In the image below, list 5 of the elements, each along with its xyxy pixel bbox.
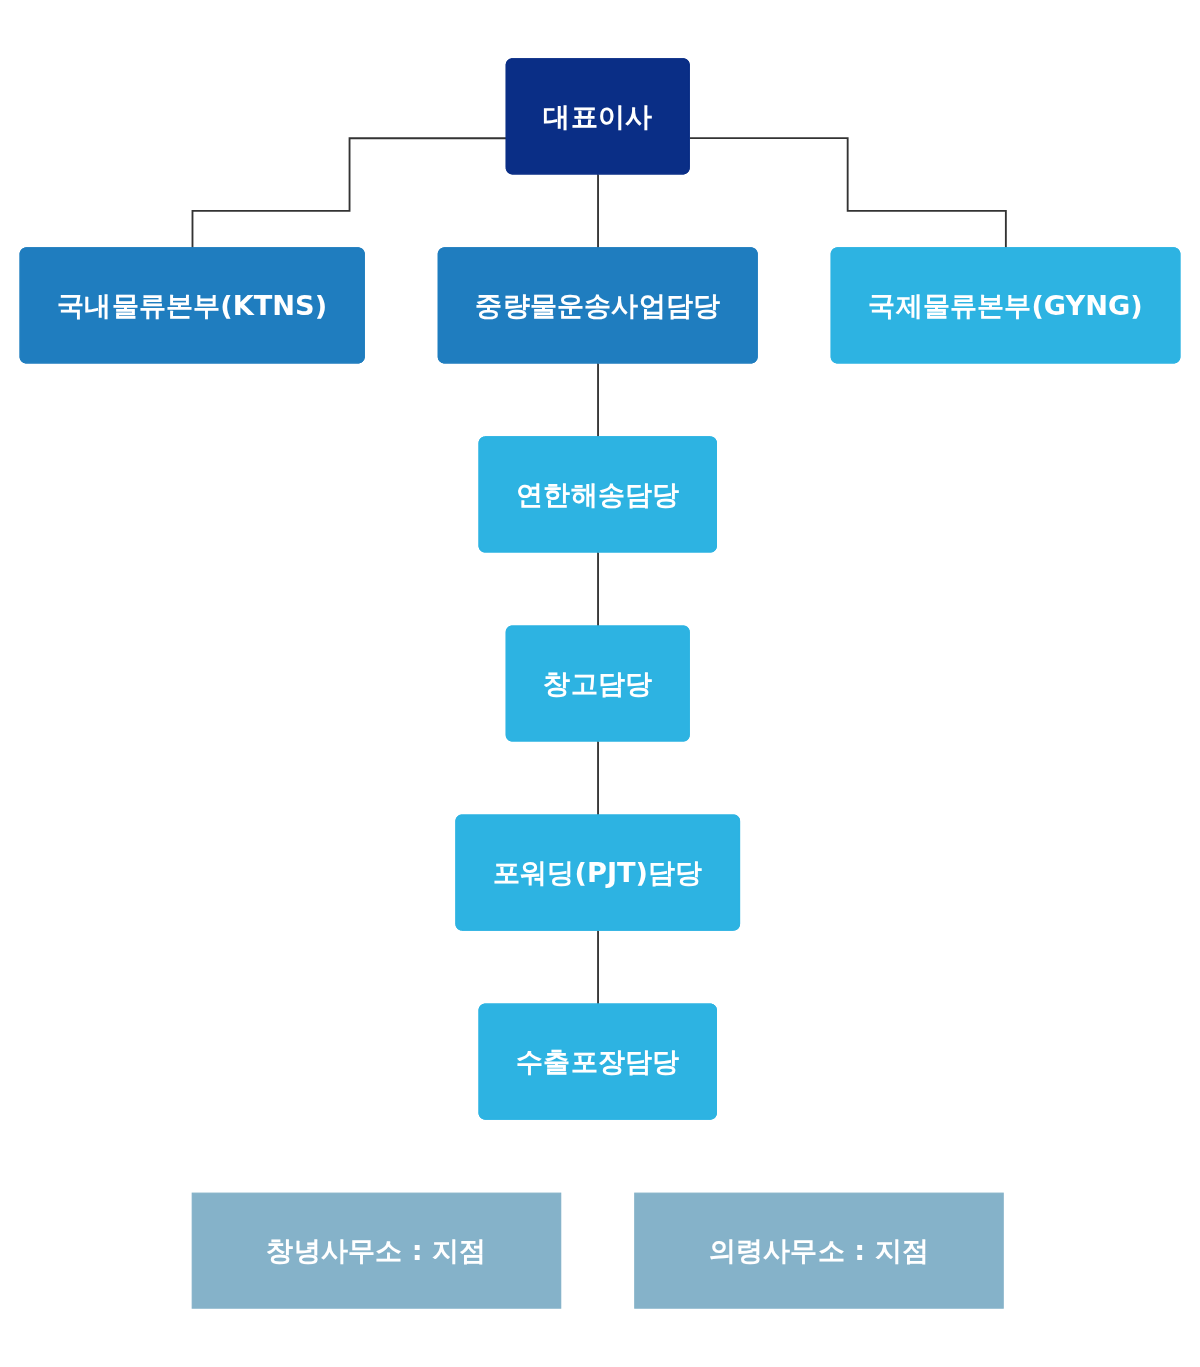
- connector: [597, 551, 600, 628]
- node-box: 창녕사무소 : 지점: [191, 1192, 562, 1309]
- connector: [597, 740, 600, 817]
- node-box: 의령사무소 : 지점: [634, 1192, 1004, 1309]
- connector: [597, 929, 600, 1006]
